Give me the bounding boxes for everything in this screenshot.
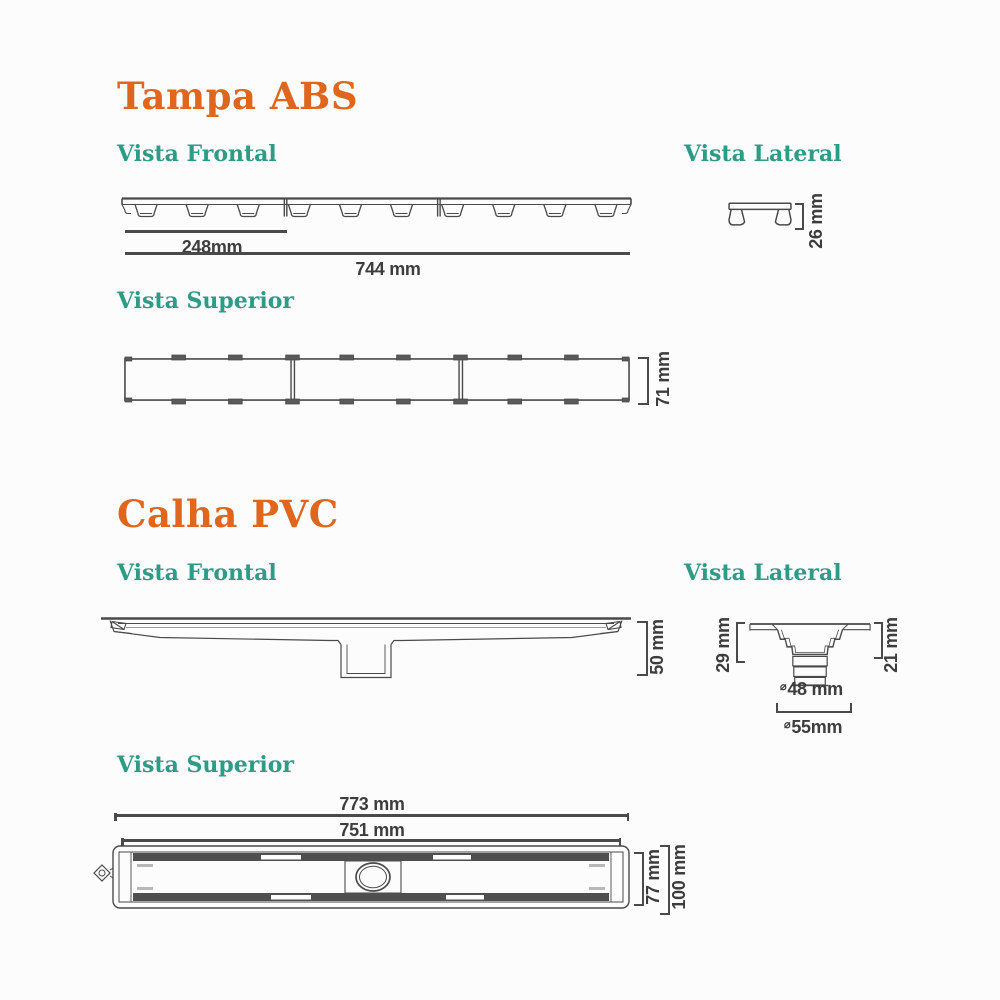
dim-label-calha-55: ⌀55mm [784,717,843,737]
diameter-symbol: ⌀ [780,681,787,693]
dim-bracket-calha-50 [637,621,648,676]
dim-bracket-tampa-26 [795,203,804,230]
dim-bracket-calha-55 [776,703,852,713]
dim-label-tampa-total: 744 mm [355,259,421,279]
tampa-superior-drawing [123,351,631,408]
view-label-tampa-lateral: Vista Lateral [684,141,842,167]
dim-bracket-tampa-71 [638,357,649,405]
dim-label-calha-751: 751 mm [339,820,405,840]
section-title-calha: Calha PVC [117,492,339,536]
dim-line-calha-751 [121,838,621,845]
dim-line-tampa-total [125,252,630,255]
view-label-calha-frontal: Vista Frontal [117,560,277,586]
dim-line-calha-773 [114,813,629,820]
view-label-calha-lateral: Vista Lateral [684,560,842,586]
dim-label-tampa-26: 26 mm [806,193,826,249]
view-label-calha-superior: Vista Superior [117,752,294,778]
section-title-tampa: Tampa ABS [117,74,359,118]
dim-bracket-calha-21 [874,622,883,659]
dim-label-calha-29: 29 mm [713,617,733,673]
calha-superior-drawing [91,843,631,911]
dim-label-calha-48: ⌀48 mm [780,679,843,699]
tampa-lateral-drawing [727,199,793,228]
view-label-tampa-frontal: Vista Frontal [117,141,277,167]
view-label-tampa-superior: Vista Superior [117,288,294,314]
tampa-frontal-drawing [121,196,632,223]
dim-label-calha-50: 50 mm [647,619,667,675]
dim-line-tampa-partial [125,230,287,233]
diameter-symbol: ⌀ [784,719,791,731]
dim-label-tampa-71: 71 mm [653,351,673,407]
dim-label-calha-773: 773 mm [339,794,405,814]
dim-bracket-calha-100 [660,845,670,915]
dim-label-calha-21: 21 mm [881,617,901,673]
calha-lateral-drawing [748,617,872,713]
dim-label-calha-100: 100 mm [669,844,689,910]
dim-bracket-calha-29 [736,622,745,663]
dim-bracket-calha-77 [634,852,644,906]
calha-frontal-drawing [100,612,632,685]
